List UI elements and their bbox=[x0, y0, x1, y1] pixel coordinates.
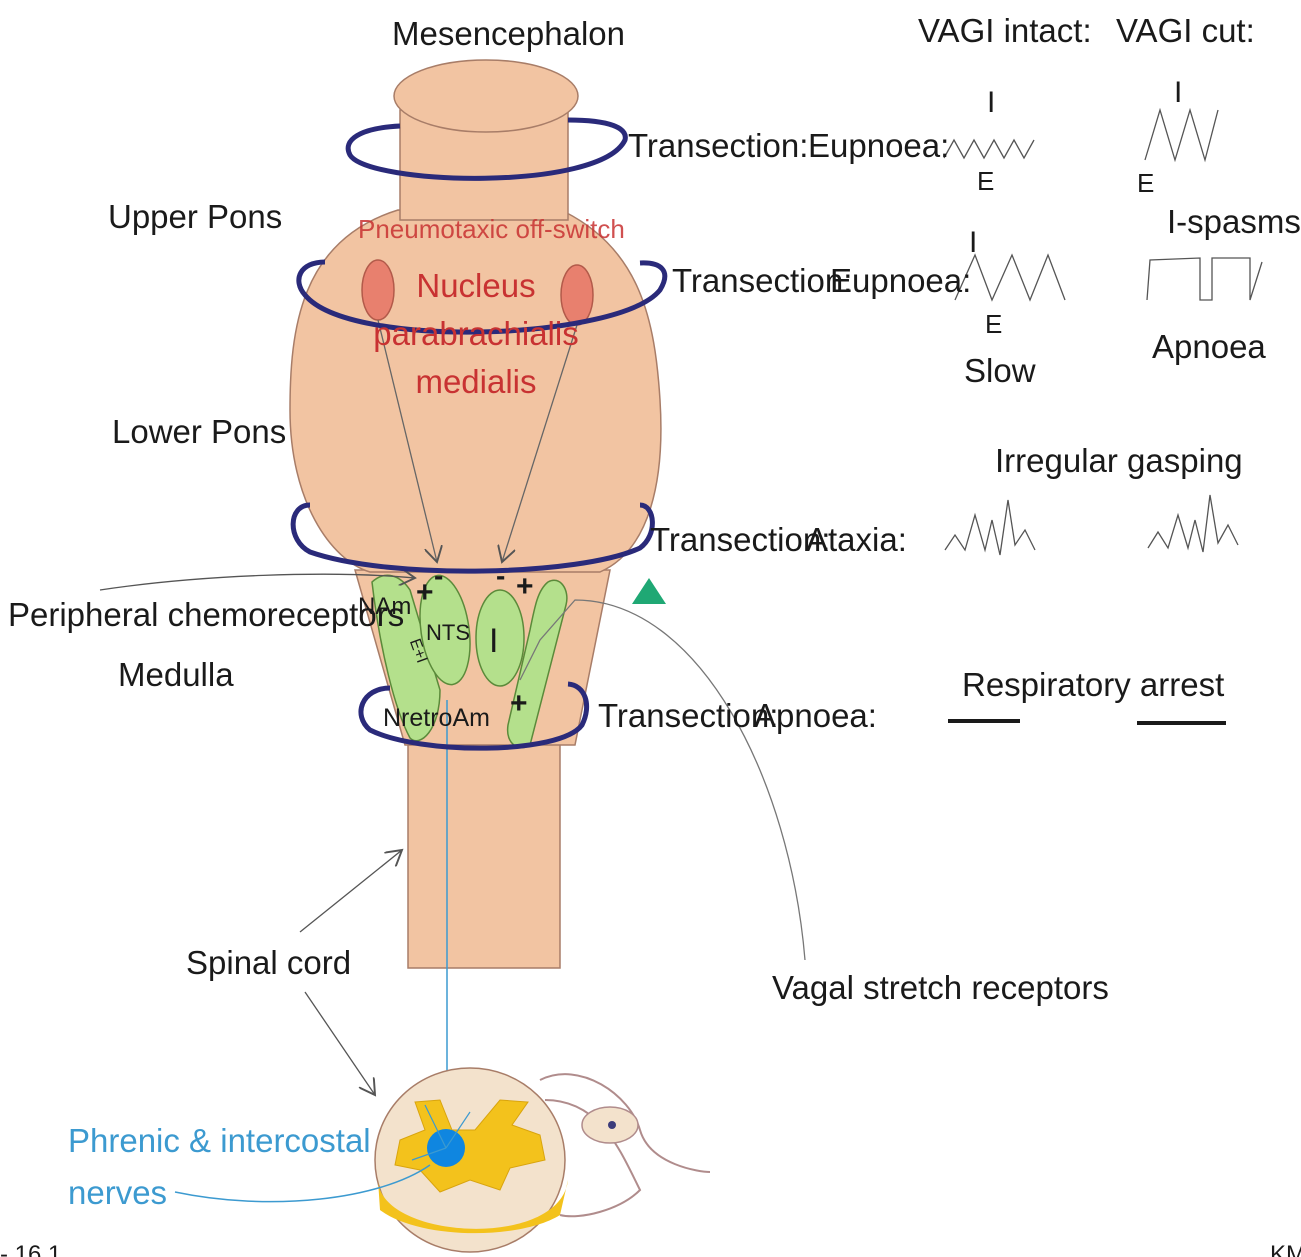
transection2-cut-note: Apnoea bbox=[1152, 328, 1266, 365]
nucleus-label-line2: parabrachialis bbox=[373, 315, 578, 352]
transection4-title: Respiratory arrest bbox=[962, 666, 1224, 703]
ganglion-cell bbox=[608, 1121, 616, 1129]
transection2-label: Transection: bbox=[672, 262, 852, 299]
transection2-intact-note: Slow bbox=[964, 352, 1036, 389]
brainstem bbox=[290, 60, 661, 968]
nucleus-label-line1: Nucleus bbox=[416, 267, 535, 304]
transection1-cut-e: E bbox=[1137, 168, 1154, 198]
nretroam-label: NretroAm bbox=[383, 704, 490, 732]
transection2-result: Eupnoea: bbox=[830, 262, 971, 299]
transection1-intact-e: E bbox=[977, 166, 994, 196]
footer-right: KM bbox=[1270, 1241, 1301, 1257]
transection2-intact-e: E bbox=[985, 309, 1002, 339]
lower-pons-label: Lower Pons bbox=[112, 413, 286, 450]
nam-label: NAm bbox=[358, 593, 411, 620]
parabrachial-nucleus-left bbox=[362, 260, 394, 320]
vagi-cut-heading: VAGI cut: bbox=[1116, 12, 1255, 49]
i-nucleus bbox=[476, 590, 524, 686]
transection1-intact-i: I bbox=[987, 86, 995, 119]
phrenic-label-line2: nerves bbox=[68, 1174, 167, 1211]
text-labels: Mesencephalon Upper Pons Lower Pons Peri… bbox=[0, 12, 1301, 1257]
transection4-result: Apnoea: bbox=[754, 697, 877, 734]
sign-minus-2: - bbox=[496, 560, 505, 591]
cursor-marker bbox=[632, 578, 666, 604]
transection3-title: Irregular gasping bbox=[995, 442, 1243, 479]
phrenic-label-line1: Phrenic & intercostal bbox=[68, 1122, 371, 1159]
transection3-result: Ataxia: bbox=[806, 521, 907, 558]
upper-pons-label: Upper Pons bbox=[108, 198, 282, 235]
transection2-cut-title: I-spasms bbox=[1167, 203, 1301, 240]
wave-eupnoea-intact bbox=[944, 140, 1034, 158]
transection1-result: Eupnoea: bbox=[808, 127, 949, 164]
wave-ispasms bbox=[1147, 258, 1262, 300]
wave-eupnoea-cut bbox=[1145, 110, 1218, 160]
transection1-cut-i: I bbox=[1174, 76, 1182, 109]
sign-plus-3: + bbox=[510, 687, 528, 720]
vagi-intact-heading: VAGI intact: bbox=[918, 12, 1092, 49]
sign-plus-2: + bbox=[516, 570, 534, 603]
wave-slow-intact bbox=[955, 255, 1065, 300]
footer-left: - 16.1 bbox=[0, 1241, 61, 1257]
nts-label: NTS bbox=[426, 620, 470, 645]
transection3-label: Transection: bbox=[650, 521, 830, 558]
spinal-cross-section bbox=[375, 1068, 710, 1252]
nucleus-label-line3: medialis bbox=[415, 363, 536, 400]
transection4-label: Transection: bbox=[598, 697, 778, 734]
i-nucleus-label: I bbox=[489, 622, 498, 660]
mesencephalon-top bbox=[394, 60, 578, 132]
sign-plus-1: + bbox=[416, 576, 434, 609]
medulla-label: Medulla bbox=[118, 656, 234, 693]
wave-ataxia-intact bbox=[945, 500, 1035, 555]
mesencephalon-label: Mesencephalon bbox=[392, 15, 625, 52]
spinal-arrow-down bbox=[305, 992, 375, 1095]
sign-minus-1: - bbox=[434, 560, 443, 591]
transection2-intact-i: I bbox=[969, 226, 977, 259]
spinal-cord-label: Spinal cord bbox=[186, 944, 351, 981]
vagal-stretch-label: Vagal stretch receptors bbox=[772, 969, 1109, 1006]
spinal-arrow-up bbox=[300, 850, 402, 932]
peripheral-chemoreceptors-label: Peripheral chemoreceptors bbox=[8, 596, 404, 633]
transection1-label: Transection: bbox=[628, 127, 808, 164]
spinal-cord-column bbox=[408, 740, 560, 968]
pneumotaxic-label: Pneumotaxic off-switch bbox=[358, 214, 625, 244]
wave-ataxia-cut bbox=[1148, 495, 1238, 552]
spinal-nerve bbox=[540, 1074, 710, 1216]
